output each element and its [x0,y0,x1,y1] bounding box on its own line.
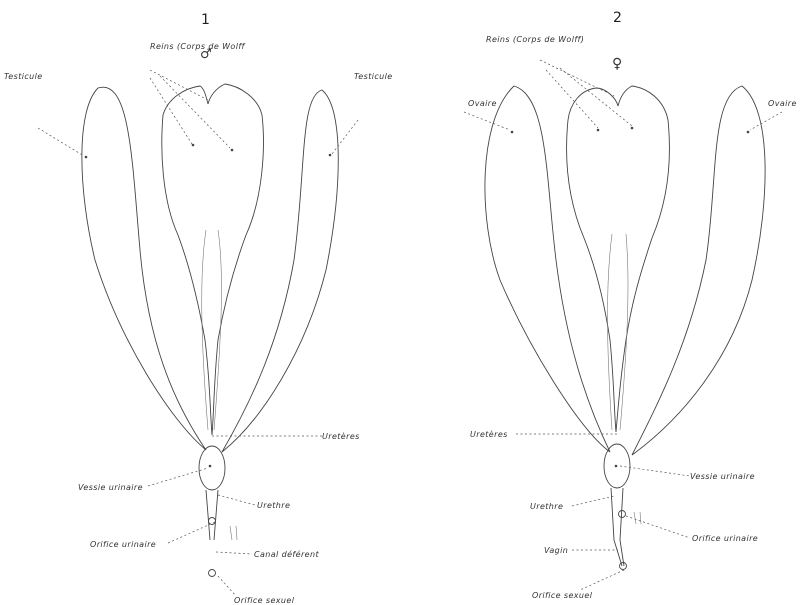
label-ureteres-female: Uretères [470,429,508,439]
label-orifice-urinaire-female: Orifice urinaire [692,534,758,543]
figure-2: 2 ♀ Reins (Corps de W [464,10,797,600]
ovary-right [632,86,765,455]
urinary-orifice [209,518,216,525]
vas-deferens-marks [230,526,237,540]
urethra-female [611,488,623,540]
label-urethre: Urethre [257,501,290,510]
label-urethre-female: Urethre [530,502,563,511]
label-canal-deferent: Canal déférent [254,549,319,559]
label-ovaire-right: Ovaire [768,99,797,108]
label-testicule-left: Testicule [4,72,43,81]
duct-marks-female [634,512,641,524]
label-vessie-female: Vessie urinaire [690,472,755,481]
ovary-left [485,86,610,452]
label-vagin: Vagin [544,546,568,555]
ureter-left [202,230,208,430]
label-orifice-sexuel: Orifice sexuel [234,596,295,605]
label-vessie: Vessie urinaire [78,483,143,492]
testicle-right [222,90,338,452]
figure-1: 1 ♂ Reins (Corps de Wolff [4,12,393,605]
female-symbol-icon: ♀ [612,56,622,72]
label-orifice-urinaire: Orifice urinaire [90,540,156,549]
figure-1-number: 1 [201,12,210,28]
label-ureteres: Uretères [322,431,360,441]
label-ovaire-left: Ovaire [468,99,497,108]
sexual-orifice [209,570,216,577]
ureter-left-female [608,234,613,430]
ureter-right [214,230,221,430]
figure-2-number: 2 [613,10,622,26]
label-reins: Reins (Corps de Wolff [150,42,246,51]
label-reins-female: Reins (Corps de Wolff) [486,35,584,44]
bladder [199,446,225,490]
sexual-orifice-female [620,563,627,570]
label-testicule-right: Testicule [354,72,393,81]
ureter-right-female [620,234,628,430]
testicle-left [82,87,206,450]
label-orifice-sexuel-female: Orifice sexuel [532,591,593,600]
wolffian-body [162,84,264,435]
urethra [206,490,218,540]
